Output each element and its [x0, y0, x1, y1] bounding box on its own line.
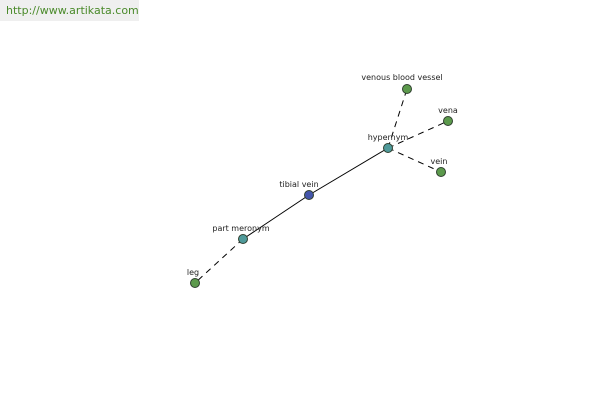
node-marker-leg[interactable]: [190, 278, 200, 288]
node-label-center: tibial vein: [279, 180, 318, 189]
node-marker-vein[interactable]: [436, 167, 446, 177]
graph-nodes: tibial vein hypernym part meronym venous bl…: [187, 73, 458, 288]
graph-edges: [194, 88, 449, 284]
node-vein[interactable]: vein: [431, 157, 448, 177]
node-venous[interactable]: venous blood vessel: [361, 73, 443, 94]
node-hypernym[interactable]: hypernym: [368, 133, 409, 153]
node-label-vena: vena: [438, 106, 458, 115]
node-marker-vena[interactable]: [443, 116, 453, 126]
edge-center-hypernym: [308, 147, 389, 196]
node-center[interactable]: tibial vein: [279, 180, 319, 200]
edge-meronym-leg: [194, 238, 244, 284]
site-url-link[interactable]: http://www.artikata.com: [0, 0, 139, 21]
node-vena[interactable]: vena: [438, 106, 458, 126]
node-meronym[interactable]: part meronym: [212, 224, 270, 244]
node-label-leg: leg: [187, 268, 199, 277]
edge-hypernym-vein: [387, 147, 442, 173]
node-marker-venous[interactable]: [402, 84, 412, 94]
node-label-meronym: part meronym: [212, 224, 269, 233]
node-marker-meronym[interactable]: [238, 234, 248, 244]
node-label-vein: vein: [431, 157, 448, 166]
edge-center-meronym: [242, 194, 310, 240]
node-label-hypernym: hypernym: [368, 133, 409, 142]
node-marker-center[interactable]: [304, 190, 314, 200]
node-label-venous: venous blood vessel: [361, 73, 442, 82]
node-marker-hypernym[interactable]: [383, 143, 393, 153]
node-leg[interactable]: leg: [187, 268, 200, 288]
